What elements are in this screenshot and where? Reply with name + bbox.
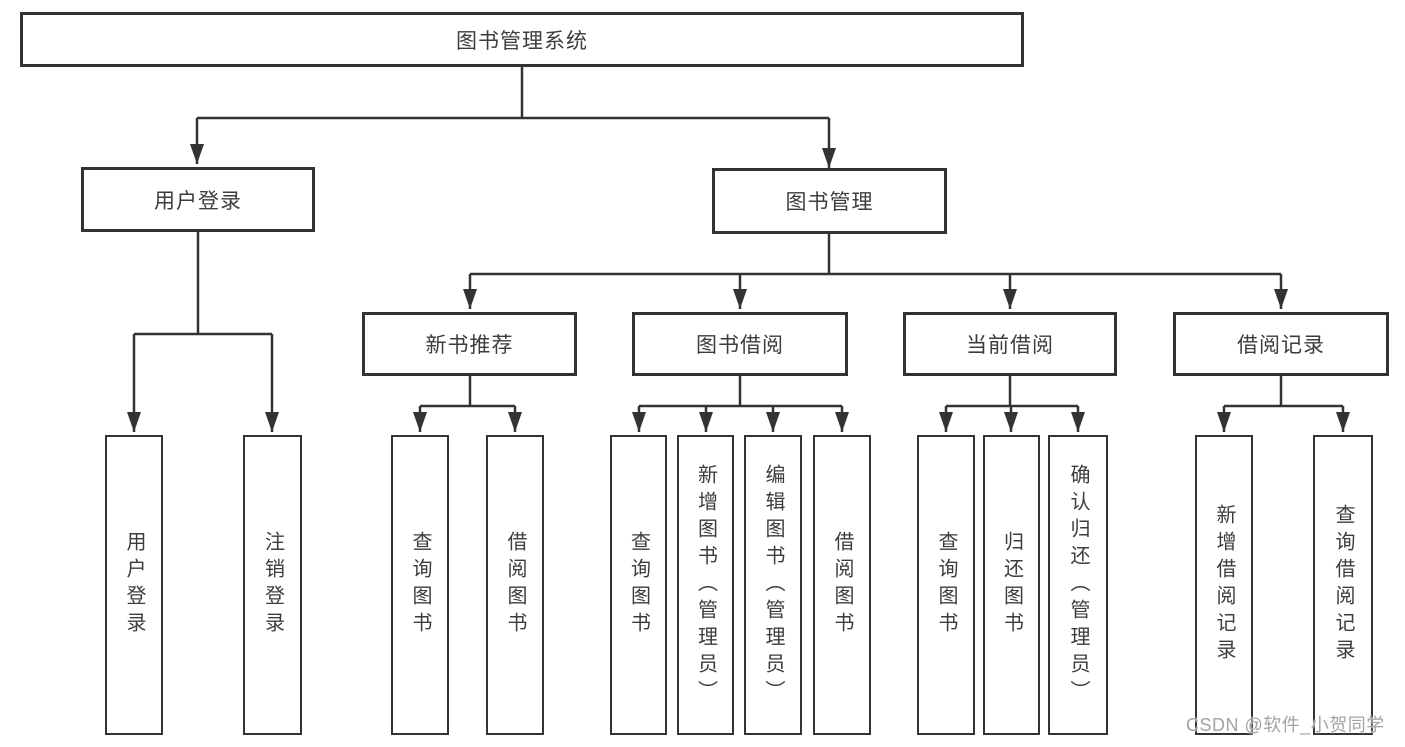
node-leaf-return-book: 归还图书 <box>983 435 1040 735</box>
edge-root-to-branches <box>190 67 836 168</box>
node-book-borrow-label: 图书借阅 <box>696 334 784 357</box>
node-root-system: 图书管理系统 <box>20 12 1024 67</box>
node-leaf-return-book-label: 归还图书 <box>1000 531 1023 639</box>
node-book-management-branch-label: 图书管理 <box>785 191 874 214</box>
node-leaf-query-book-1-label: 查询图书 <box>409 531 431 639</box>
node-leaf-user-login-label: 用户登录 <box>123 531 145 639</box>
node-borrow-record: 借阅记录 <box>1173 312 1389 376</box>
csdn-watermark: CSDN @软件_小贺同学 <box>1186 715 1385 735</box>
node-current-borrow: 当前借阅 <box>903 312 1117 376</box>
node-leaf-query-book-2-label: 查询图书 <box>627 531 650 639</box>
node-leaf-query-book-3: 查询图书 <box>917 435 975 735</box>
node-leaf-edit-book-admin: 编辑图书（管理员） <box>744 435 802 735</box>
node-leaf-borrow-book-2-label: 借阅图书 <box>831 531 853 639</box>
node-leaf-query-borrow-record-label: 查询借阅记录 <box>1332 504 1354 666</box>
node-book-borrow: 图书借阅 <box>632 312 848 376</box>
node-leaf-query-book-1: 查询图书 <box>391 435 449 735</box>
node-leaf-query-borrow-record: 查询借阅记录 <box>1313 435 1373 735</box>
node-current-borrow-label: 当前借阅 <box>966 334 1054 357</box>
edge-book-management-groups <box>463 234 1288 309</box>
node-leaf-borrow-book-1: 借阅图书 <box>486 435 544 735</box>
node-new-book-recommend-label: 新书推荐 <box>425 334 514 357</box>
node-leaf-edit-book-admin-label: 编辑图书（管理员） <box>762 463 784 707</box>
node-leaf-borrow-book-2: 借阅图书 <box>813 435 871 735</box>
node-book-management-branch: 图书管理 <box>712 168 947 234</box>
node-leaf-confirm-return-admin: 确认归还（管理员） <box>1048 435 1108 735</box>
node-leaf-add-book-admin: 新增图书（管理员） <box>677 435 734 735</box>
node-leaf-user-login: 用户登录 <box>105 435 163 735</box>
edge-book-borrow-children <box>632 376 849 432</box>
node-user-login-branch: 用户登录 <box>81 167 315 232</box>
node-leaf-confirm-return-admin-label: 确认归还（管理员） <box>1067 463 1089 707</box>
node-leaf-add-borrow-record-label: 新增借阅记录 <box>1213 504 1235 666</box>
node-leaf-logout-label: 注销登录 <box>261 531 284 639</box>
node-leaf-add-borrow-record: 新增借阅记录 <box>1195 435 1253 735</box>
node-borrow-record-label: 借阅记录 <box>1237 334 1325 357</box>
node-leaf-logout: 注销登录 <box>243 435 302 735</box>
node-leaf-borrow-book-1-label: 借阅图书 <box>504 531 526 639</box>
edge-new-book-children <box>413 376 522 432</box>
node-user-login-branch-label: 用户登录 <box>154 189 242 213</box>
edge-current-borrow-children <box>939 376 1085 432</box>
node-leaf-add-book-admin-label: 新增图书（管理员） <box>694 463 717 707</box>
node-root-system-label: 图书管理系统 <box>456 29 588 53</box>
node-leaf-query-book-3-label: 查询图书 <box>935 531 957 639</box>
node-new-book-recommend: 新书推荐 <box>362 312 577 376</box>
edge-user-login-children <box>127 232 279 432</box>
edge-borrow-record-children <box>1217 376 1350 432</box>
node-leaf-query-book-2: 查询图书 <box>610 435 667 735</box>
